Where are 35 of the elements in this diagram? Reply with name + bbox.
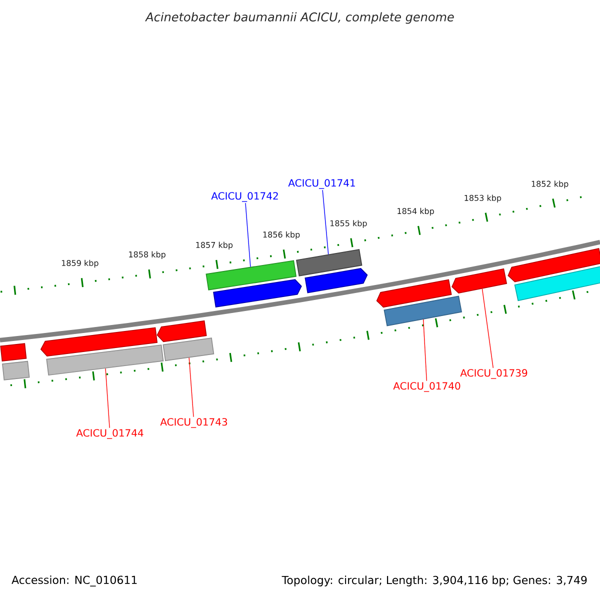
footer-text: Topology: circular; Length: 3,904,116 bp; Genes: 3,749 [282,576,587,586]
gene-label: ACICU_01743 [160,418,228,428]
tick-label: 1856 kbp [263,231,300,240]
gene-label: ACICU_01744 [76,429,144,439]
leader-line [422,319,428,382]
gene-feature [304,268,368,294]
leader-line [245,202,251,268]
gene-feature [162,338,214,362]
gene-feature [452,268,508,294]
tick-label: 1855 kbp [330,220,367,228]
gene-feature [296,249,362,276]
gene-feature [508,248,600,282]
tick-label: 1854 kbp [398,208,434,216]
gene-feature [156,320,207,342]
tick-label: 1859 kbp [62,260,98,268]
gene-label: ACICU_01740 [393,382,460,392]
leader-line [482,288,494,368]
leader-line [105,368,110,428]
gene-feature [40,327,158,357]
leader-line [322,190,329,255]
gene-feature [213,279,302,308]
gene-feature [376,279,452,308]
leader-line [188,357,194,418]
gene-feature [0,343,27,362]
gene-label: ACICU_01739 [460,369,528,379]
tick-label: 1858 kbp [129,251,166,259]
gene-label: ACICU_01741 [288,179,355,189]
title: Acinetobacter baumannii ACICU, complete genome [145,12,454,24]
tick-label: 1853 kbp [464,194,502,202]
gene-label: ACICU_01742 [211,192,278,202]
tick-label: 1852 kbp [532,180,568,188]
footer-text: Accession: NC_010611 [12,576,137,586]
gene-feature [514,265,600,302]
gene-feature [2,360,30,380]
tick-label: 1857 kbp [196,242,233,250]
